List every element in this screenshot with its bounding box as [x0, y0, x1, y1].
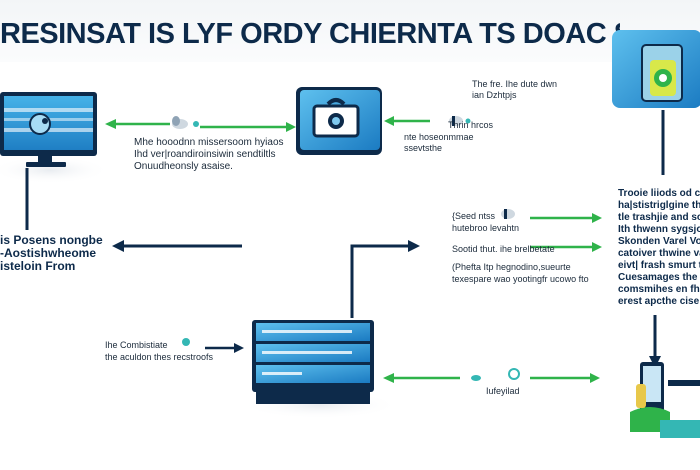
- right-col-line: eivt| frash smurt tom: [618, 260, 700, 271]
- arrow-into-server: [182, 338, 244, 353]
- center-caption-2: Ihd ver|roandiroinsiwin sendtiltls: [134, 149, 276, 160]
- bottom-left-note-2: the aculdon thes recstroofs: [105, 352, 214, 362]
- center-right-note-5: texespare wao yootingfr ucowo fto: [452, 274, 589, 284]
- server-drive-icon: [252, 320, 374, 404]
- left-node-label-2: -Aostishwheome: [0, 246, 97, 260]
- right-col-line: catoiver thwine vann: [618, 248, 700, 259]
- mid-right-note-2: nte hoseonmmae: [404, 132, 474, 142]
- arrow-camera-right: [384, 116, 430, 126]
- top-right-note-2: ian Dzhtpjs: [472, 90, 517, 100]
- right-col-line: Cuesamages the emn: [618, 272, 700, 283]
- right-col-line: Trooie liiods od cn: [618, 188, 700, 199]
- center-right-note-4: (Phefta Itp hegnodino,sueurte: [452, 262, 571, 272]
- center-right-note-1: {Seed ntss: [452, 211, 496, 221]
- tag-icon: [449, 116, 471, 126]
- mid-right-note-1: Thrin hrcos: [448, 120, 494, 130]
- camera-icon: [296, 87, 382, 155]
- arrow-left-long: [112, 240, 242, 252]
- top-right-note-1: The fre. Ihe dute dwn: [472, 79, 558, 89]
- right-col-line: comsmihes en fhe en: [618, 284, 700, 295]
- bottom-caption: Iufeyilad: [486, 386, 520, 396]
- right-col-line: Ith thwenn sygsjons: [618, 224, 700, 235]
- title-band: [0, 0, 700, 62]
- right-col-line: Skonden Varel Vo ee: [618, 236, 700, 247]
- center-right-note-3: Sootid thut. ihe brelbetate: [452, 244, 555, 254]
- right-down-arrow: [649, 315, 661, 368]
- hand-device-icon: [630, 362, 700, 438]
- center-right-note-2: hutebroo levahtn: [452, 223, 520, 233]
- left-node-label-1: is Posens nongbe: [0, 233, 103, 247]
- arrow-to-monitor: [105, 119, 296, 132]
- phone-icon: [612, 30, 700, 108]
- right-col-line: ha|stistriglgine thle: [618, 200, 700, 211]
- center-caption-3: Onuudheonsly asaise.: [134, 161, 233, 172]
- center-caption-1: Mhe hooodnn missersoom hyiaos: [134, 137, 284, 148]
- page-title: RESINSAT IS LYF ORDY CHIERNTA TS DOAC SG…: [0, 18, 620, 50]
- arrows-right-mid: [501, 209, 602, 252]
- bottom-left-note-1: Ihe Combistiate: [105, 340, 168, 350]
- right-col-line: erest apcthe cise |ls: [618, 296, 700, 307]
- elbow-arrow: [350, 240, 420, 318]
- left-node-label-3: isteloin From: [0, 259, 76, 273]
- mid-right-note-3: ssevtsthe: [404, 143, 443, 153]
- cloud-icon: [172, 116, 199, 129]
- arrow-bottom-green: [383, 368, 600, 383]
- right-col-line: tle trashjie and sof fo: [618, 212, 700, 223]
- monitor-icon: [0, 92, 97, 167]
